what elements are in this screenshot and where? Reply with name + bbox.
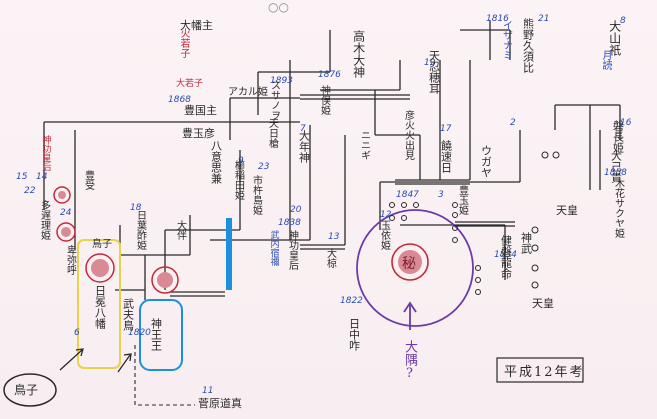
date-note: 平成12年考 (504, 365, 585, 380)
name-toyotamahime: 豊玉姫 (456, 185, 468, 215)
name-onoko: 大己貴 (609, 150, 623, 183)
name-ugaya: ウガヤ (479, 145, 493, 178)
name-akaru: アカル姫 (228, 87, 268, 98)
name-takagi: 高木大神 (351, 30, 366, 78)
number-n15: 12 (380, 210, 392, 220)
name-izanami: イザナミ (500, 20, 512, 60)
name-toyotamahiko: 豊玉彦 (182, 127, 215, 140)
top-label: ○○ (268, 0, 289, 14)
name-dajoku: 大年神 (297, 130, 311, 163)
name-nakato: 市杵島姫 (250, 175, 262, 215)
name-kamiou: 神王王 (149, 318, 163, 351)
name-iwanaga: 磐長姫 (611, 120, 625, 153)
name-tachi: 多遅理姫 (38, 200, 50, 240)
name-ninigi: ニニギ (358, 130, 370, 160)
number-n12: 23 (258, 162, 270, 172)
name-himiko: 卑弥呼 (64, 245, 76, 275)
red-note: 火若子 (178, 28, 189, 58)
name-toyo: 神功皇后 (40, 135, 51, 171)
name-ouyamatsumi: 大山祇 (607, 20, 622, 56)
name-takeo: 武夫鳥 (121, 298, 135, 331)
name-hino: 日中咋 (347, 318, 361, 351)
name-nigihayahi: 饒速日 (439, 140, 453, 173)
number-n26: 11 (202, 386, 214, 396)
seal-char: 秘 (402, 256, 416, 272)
number-n21: 24 (60, 208, 72, 218)
name-tenno1: 天皇 (556, 204, 578, 217)
seal-circles (53, 186, 429, 294)
number-n24: 6 (74, 328, 80, 338)
number-n18: 15 (16, 172, 28, 182)
name-mizuha: 櫛稲田姫 (232, 160, 244, 200)
name-sugawara: 菅原道真 (198, 397, 242, 410)
name-susanoo: スサノヲ (268, 80, 280, 120)
name-hachiman: 日冕八幡 (93, 285, 107, 329)
name-kinoko: 木花サクヤ姫 (612, 178, 624, 238)
number-n28: 1838 (278, 218, 301, 228)
name-hoori: 彦火火出見 (402, 110, 414, 160)
name-kinmei: 神功皇后 (286, 230, 298, 270)
name-tamayori: 玉依姫 (378, 220, 390, 250)
name-ihime: 八意思兼 (209, 140, 223, 184)
purple-note: 大隅? (402, 340, 417, 381)
number-n27: 1858 (604, 168, 627, 178)
number-n6: 1876 (318, 70, 341, 80)
number-n4: 19 (424, 58, 436, 68)
name-chiyou: 日葉酢姫 (134, 210, 146, 250)
name-tenmanine: 天忍穂耳 (427, 50, 441, 94)
number-n10: 2 (510, 118, 516, 128)
name-jinguu: 神俣姫 (318, 85, 330, 115)
number-n7: 16 (620, 118, 632, 128)
number-n20: 14 (36, 172, 48, 182)
circle-note: 鳥子 (14, 383, 39, 397)
number-n11: 9 (238, 156, 244, 166)
number-n17: 1847 (396, 190, 419, 200)
name-ootomo: 大伴 (174, 220, 186, 240)
number-n23: 1834 (494, 250, 517, 260)
number-n19: 22 (24, 186, 36, 196)
number-n3: 8 (620, 16, 626, 26)
name-amenohi: 天日槍 (266, 118, 278, 148)
number-n16: 13 (328, 232, 340, 242)
name-kumano: 熊野久須比 (521, 18, 535, 73)
name-ooshi: 大椋 (324, 248, 336, 268)
name-toyotama: 豊国主 (184, 104, 217, 117)
number-n5: 1893 (270, 76, 293, 86)
name-takeuchi: 武内宿禰 (268, 230, 279, 266)
blue-note: 月読 (600, 50, 611, 70)
number-n13: 20 (290, 205, 302, 215)
number-n2: 21 (538, 14, 550, 24)
number-n8: 7 (300, 124, 306, 134)
name-ooyago: 大若子 (176, 79, 204, 89)
number-n25: 1822 (340, 296, 363, 306)
number-n14: 3 (438, 190, 444, 200)
name-toyoke: 豊受 (82, 170, 94, 190)
number-n30: 1820 (128, 328, 151, 338)
number-n1: 1868 (168, 95, 191, 105)
name-kenmu: 健磐龍命 (499, 235, 513, 279)
number-n22: 18 (130, 203, 142, 213)
number-n29: 1816 (486, 14, 509, 24)
name-tenno2: 天皇 (532, 297, 554, 310)
name-oohata: 大幡主 (180, 19, 213, 32)
name-jimmu: 神武 (519, 232, 533, 254)
name-miwa: 鳥子 (92, 239, 112, 250)
number-n9: 17 (440, 124, 452, 134)
